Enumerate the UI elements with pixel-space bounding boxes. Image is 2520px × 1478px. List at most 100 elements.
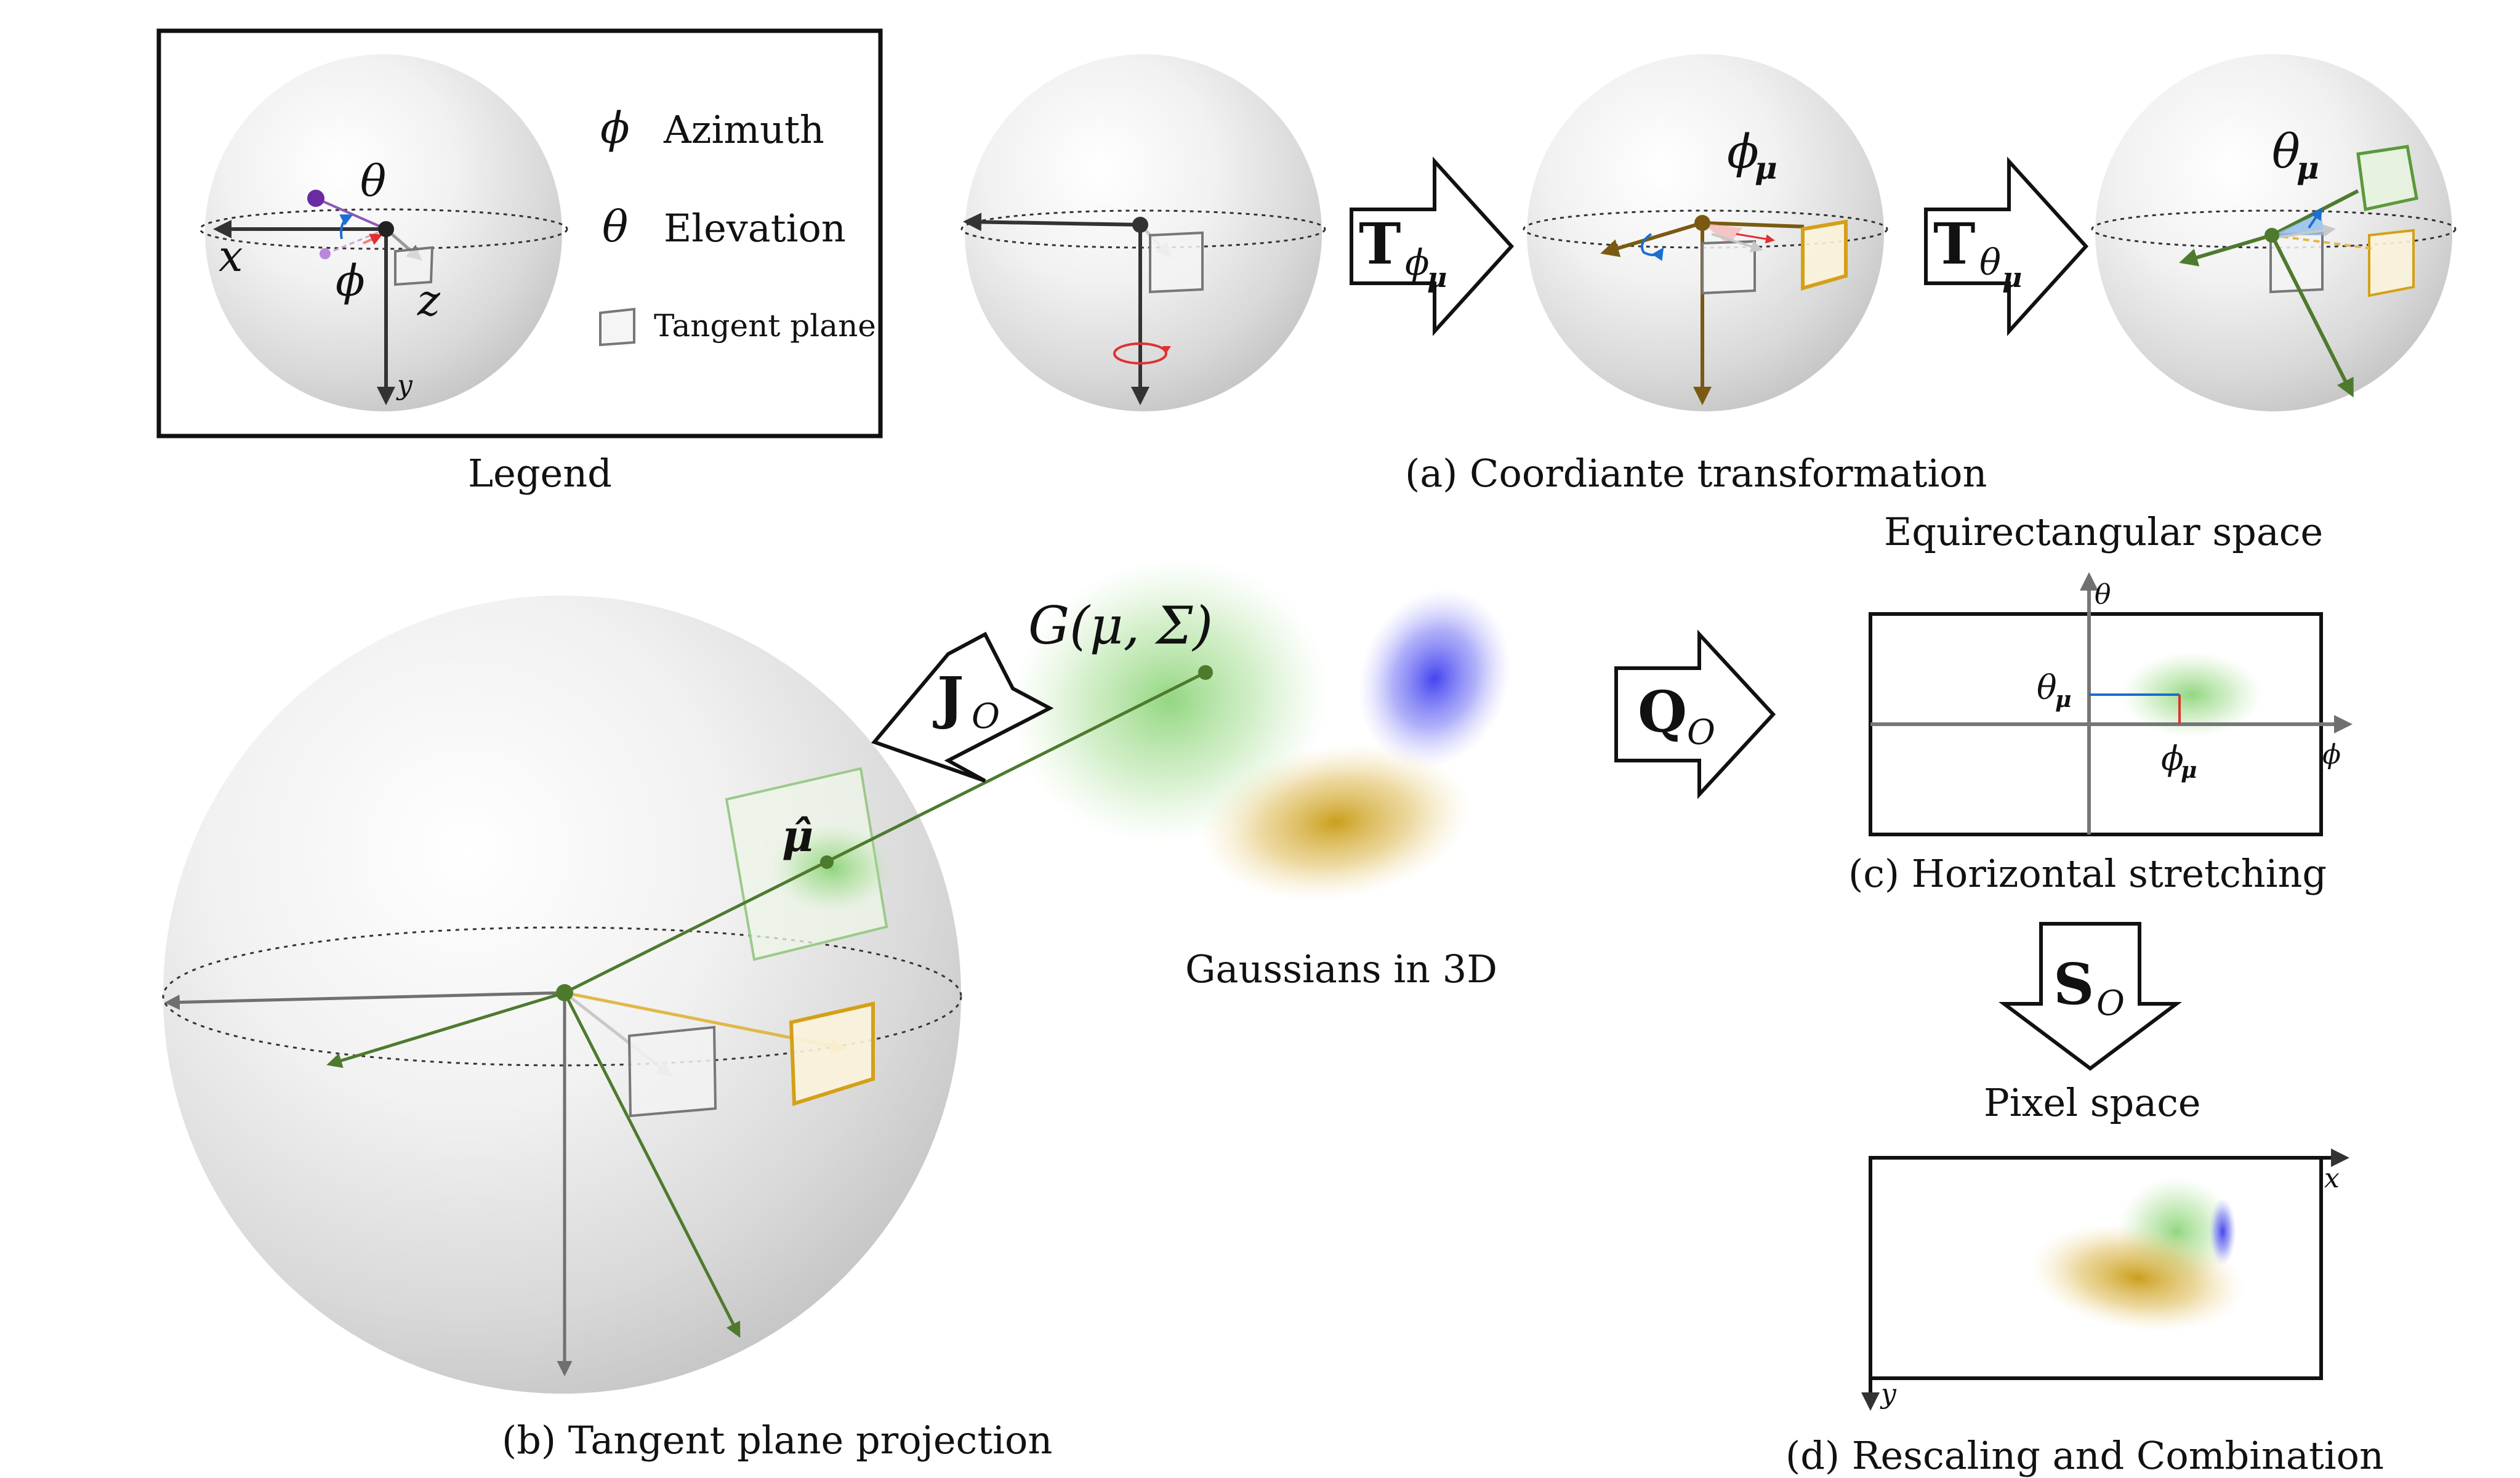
b-mu-hat-label: μ̂ xyxy=(782,810,813,862)
b-gold-plane xyxy=(789,1001,875,1107)
a-s3-y-axis xyxy=(2270,234,2354,398)
panel-d: S O Pixel space x y (d) Rescaling and Co… xyxy=(1785,922,2384,1478)
gaussian-gold xyxy=(1201,743,1471,901)
c-theta-mu-base: θ xyxy=(2037,668,2057,707)
c-theta-mu-sub: μ xyxy=(2055,687,2071,713)
b-op-main: J xyxy=(933,664,964,731)
a-op2-sub: θ xyxy=(1979,241,2001,283)
b-gray-plane xyxy=(627,1025,717,1118)
b-view-ray xyxy=(563,671,1207,995)
a-op1-main: T xyxy=(1359,211,1401,277)
legend-panel: θ ϕ x z y ϕ Azimuth θ Elevation Tangent … xyxy=(156,28,883,496)
a-theta-mu-base: θ xyxy=(2272,124,2300,179)
c-title: Equirectangular space xyxy=(1884,509,2323,554)
a-s2-gray-z xyxy=(1711,233,1763,252)
d-axis-x-label: x xyxy=(2324,1163,2340,1194)
c-phi-mu-base: ϕ xyxy=(2161,739,2184,778)
a-s2-x-axis xyxy=(1600,221,1703,257)
a-s1-origin xyxy=(1132,217,1148,233)
legend-elevation-ray xyxy=(315,197,387,230)
a-s1-rotation-arrowhead xyxy=(1162,346,1171,353)
c-caption: (c) Horizontal stretching xyxy=(1848,851,2327,896)
c-axis-phi-label: ϕ xyxy=(2322,739,2341,770)
a-s2-gray-plane xyxy=(1701,240,1756,295)
a-s2-red-arrow xyxy=(1736,233,1775,244)
d-op-main: S xyxy=(2053,951,2094,1017)
d-op-arrow xyxy=(1999,922,2182,1071)
b-mu-hat-point xyxy=(820,855,834,869)
legend-tangent-plane xyxy=(394,246,434,286)
b-gaussian-center xyxy=(1198,665,1213,680)
b-green-x-axis xyxy=(326,991,565,1068)
a-op1-sub: ϕ xyxy=(1405,241,1430,283)
c-gaussian xyxy=(2121,652,2263,738)
panel-a: T ϕ μ ϕ μ T θ μ θ xyxy=(960,54,2457,496)
b-origin xyxy=(556,984,573,1001)
d-caption: (d) Rescaling and Combination xyxy=(1785,1433,2384,1478)
d-op-sub: O xyxy=(2096,983,2125,1024)
panel-b: μ̂ G(μ, Σ) Gaussians in 3D J O (b) Tange… xyxy=(162,557,1511,1463)
legend-azimuth-label: Azimuth xyxy=(663,107,824,152)
legend-sphere-theta: θ xyxy=(360,156,386,206)
d-gaussian-blue xyxy=(2209,1198,2236,1266)
a-op2-main: T xyxy=(1933,211,1975,277)
a-s2-z-axis xyxy=(1702,221,1805,228)
a-op1-arrow xyxy=(1350,156,1515,336)
legend-axis-z-label: z xyxy=(417,275,441,326)
legend-projection-ray xyxy=(326,228,387,255)
a-sphere-2 xyxy=(1527,54,1884,411)
a-s3-light-arrow xyxy=(2277,224,2336,238)
a-s1-x-axis xyxy=(963,212,1141,232)
a-phi-mu-sub: μ xyxy=(1755,150,1777,186)
a-s2-origin xyxy=(1694,215,1710,231)
a-s3-elevation-arrow xyxy=(2308,207,2323,229)
legend-elevation-symbol: θ xyxy=(602,201,628,252)
panel-c: Equirectangular space Q O θ ϕ θ μ ϕ μ (c… xyxy=(1614,509,2353,896)
a-op1-subsub: μ xyxy=(1427,262,1447,294)
gaussian-blue xyxy=(1358,589,1511,769)
a-theta-mu-sub: μ xyxy=(2297,150,2319,186)
legend-origin xyxy=(378,221,394,237)
a-sphere-1-equator xyxy=(960,209,1326,249)
legend-azimuth-arrow xyxy=(363,233,383,245)
a-s3-x-axis xyxy=(2179,233,2272,267)
a-phi-mu-base: ϕ xyxy=(1727,124,1759,179)
legend-projected-point xyxy=(320,248,331,259)
a-s2-gold-plane xyxy=(1801,219,1848,291)
legend-caption: Legend xyxy=(468,451,612,496)
a-s3-origin xyxy=(2264,228,2279,243)
c-op-sub: O xyxy=(1687,713,1715,753)
legend-tangent-icon xyxy=(599,307,635,347)
legend-tangent-label: Tangent plane xyxy=(654,308,876,344)
legend-elevation-arc xyxy=(339,214,353,240)
a-s2-rotation-arc xyxy=(1641,233,1664,261)
legend-axis-x-label: x xyxy=(219,231,243,281)
c-op-arrow xyxy=(1614,629,1776,799)
b-gaussians-caption: Gaussians in 3D xyxy=(1185,947,1497,991)
b-caption: (b) Tangent plane projection xyxy=(502,1418,1052,1463)
legend-elevation-label: Elevation xyxy=(664,206,846,251)
b-op-arrow xyxy=(871,631,1054,783)
a-s3-gold-ray xyxy=(2271,234,2374,250)
b-op-sub: O xyxy=(972,697,1000,737)
c-phi-mu-sub: μ xyxy=(2181,757,2197,783)
d-gaussian-gold xyxy=(2031,1224,2245,1332)
legend-sphere-phi: ϕ xyxy=(336,256,365,306)
d-axis-y-label: y xyxy=(1880,1378,1897,1410)
a-op2-arrow xyxy=(1924,156,2089,336)
a-op2-subsub: μ xyxy=(2002,262,2022,294)
a-s1-tangent-plane xyxy=(1149,231,1204,294)
b-gray-x-axis xyxy=(164,991,565,1011)
c-op-main: Q xyxy=(1638,679,1687,745)
legend-point xyxy=(307,190,324,207)
a-s3-green-plane xyxy=(2356,145,2418,212)
b-green-y-axis xyxy=(563,991,741,1338)
legend-axis-y-label: y xyxy=(396,370,413,401)
d-title: Pixel space xyxy=(1984,1080,2201,1125)
legend-equator xyxy=(199,208,568,250)
a-s3-gold-plane xyxy=(2368,228,2415,297)
a-caption: (a) Coordiante transformation xyxy=(1405,451,1987,496)
b-gaussian-label: G(μ, Σ) xyxy=(1028,596,1213,656)
b-projected-gaussian xyxy=(771,824,894,913)
